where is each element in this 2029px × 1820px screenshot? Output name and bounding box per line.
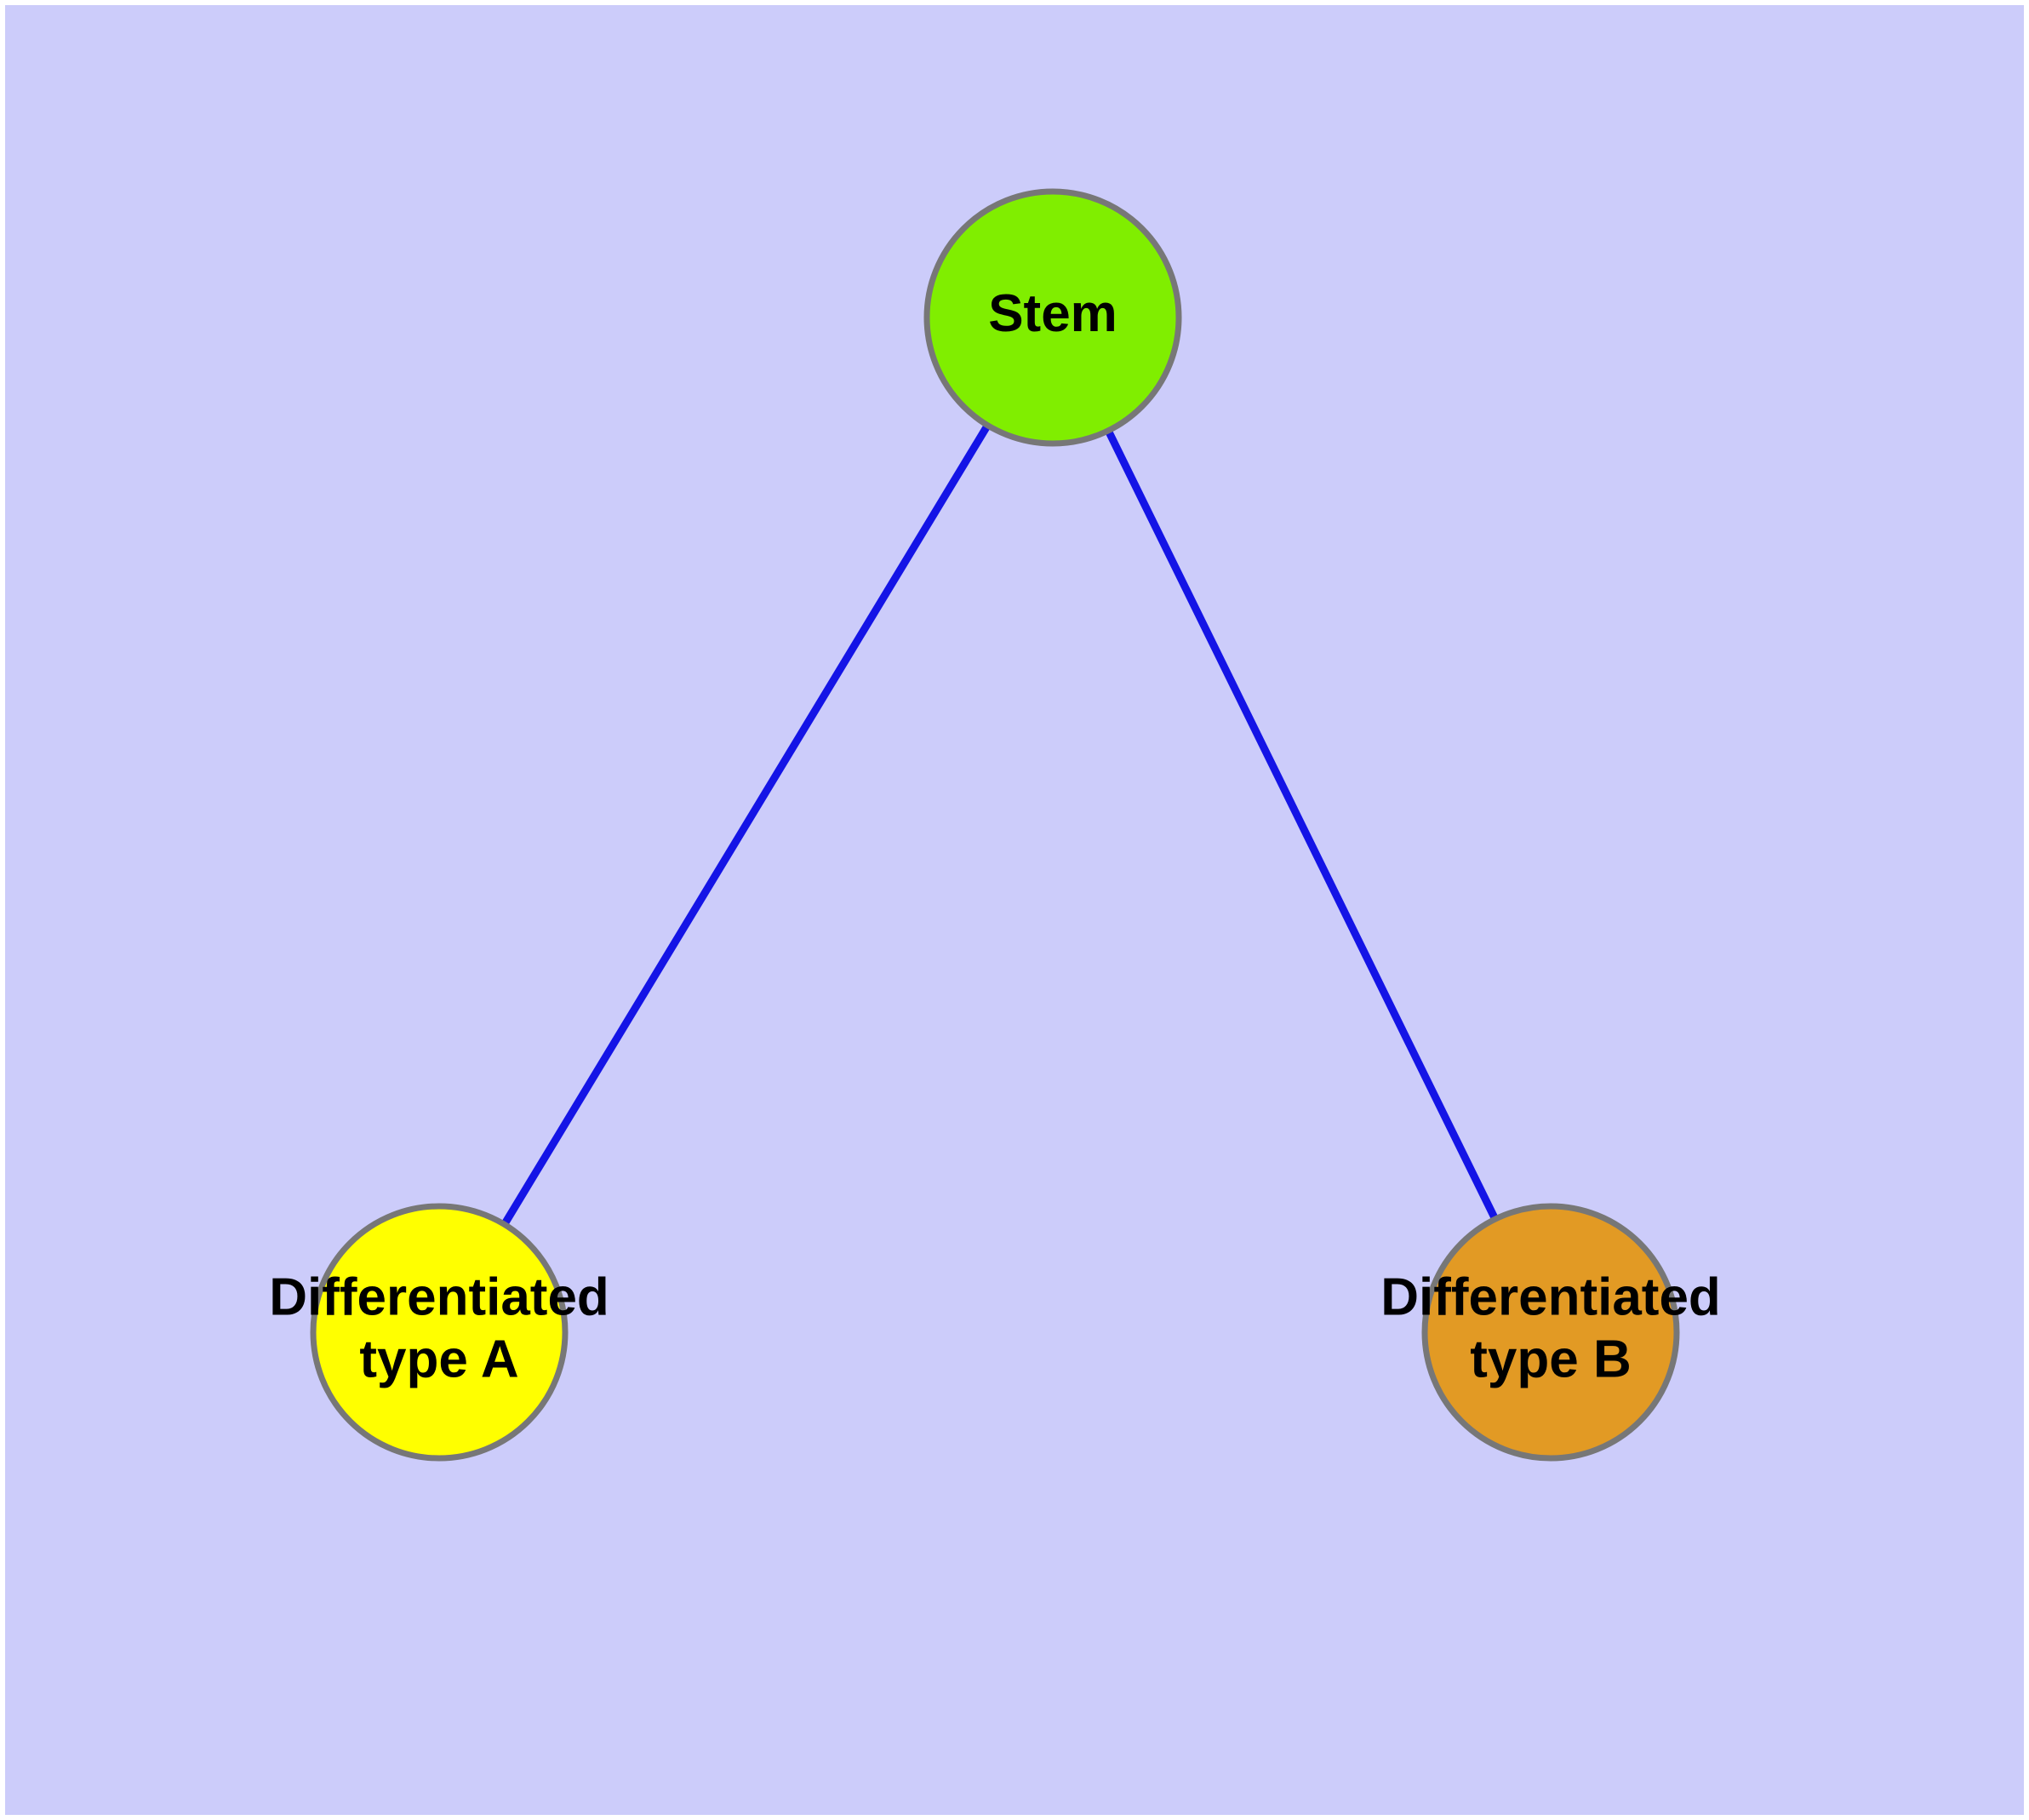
edge-stem-diff-b[interactable] [1105,428,1499,1222]
node-diff-b-circle[interactable] [1421,1203,1680,1462]
edge-stem-diff-a[interactable] [500,423,992,1227]
node-stem-label: Stem [988,284,1117,343]
node-stem-circle[interactable] [923,188,1182,447]
node-diff-a-circle[interactable] [310,1203,569,1462]
node-diff-b[interactable] [1421,1203,1680,1462]
edge-layer [500,423,1499,1227]
node-stem[interactable] [923,188,1182,447]
node-diff-a[interactable] [310,1203,569,1462]
node-layer [310,188,1680,1462]
